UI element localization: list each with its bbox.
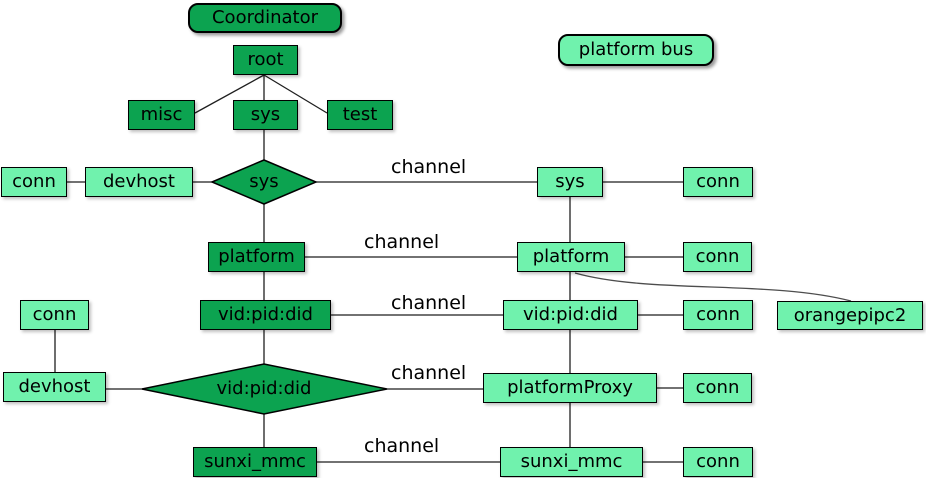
edge-label-channel-vid: channel	[391, 292, 467, 314]
node-vid-local: vid:pid:did	[200, 300, 331, 330]
node-devhost-vid: devhost	[3, 372, 106, 402]
edge-root-misc	[194, 74, 265, 114]
edge-label-channel-sys: channel	[391, 156, 467, 178]
node-platform-remote: platform	[517, 242, 625, 272]
node-sys-diamond-label: sys	[249, 171, 279, 192]
edge-platform-orangepipc2	[574, 272, 852, 302]
sys-diamond-shape	[210, 159, 318, 205]
node-root: root	[233, 45, 298, 75]
node-sunxi-mmc-remote: sunxi_mmc	[500, 447, 643, 477]
node-vid-remote: vid:pid:did	[503, 300, 638, 330]
node-sys-remote: sys	[537, 167, 603, 197]
edge-label-channel-platform: channel	[364, 231, 440, 253]
node-misc: misc	[128, 100, 195, 130]
node-sys: sys	[233, 100, 298, 130]
node-conn-sys-right: conn	[683, 167, 753, 197]
node-test: test	[327, 100, 393, 130]
node-conn-sunxi: conn	[683, 447, 753, 477]
edge-label-channel-proxy: channel	[391, 362, 467, 384]
node-coordinator: Coordinator	[188, 3, 342, 33]
node-conn-platform: conn	[683, 242, 752, 272]
node-devhost-sys: devhost	[85, 167, 193, 197]
node-platformproxy: platformProxy	[483, 373, 657, 403]
node-orangepipc2: orangepipc2	[777, 301, 923, 330]
node-sunxi-mmc-local: sunxi_mmc	[193, 447, 317, 477]
node-platform-local: platform	[208, 242, 305, 272]
node-conn-vid-left: conn	[20, 300, 89, 330]
node-platform-bus: platform bus	[558, 34, 714, 66]
node-conn-proxy: conn	[683, 373, 752, 403]
edge-label-channel-sunxi: channel	[364, 435, 440, 457]
edge-root-test	[263, 74, 328, 114]
node-conn-sys-left: conn	[1, 167, 67, 197]
vid-diamond-shape	[141, 363, 388, 415]
node-vid-diamond-label: vid:pid:did	[216, 378, 312, 399]
node-conn-vid-right: conn	[683, 300, 753, 330]
